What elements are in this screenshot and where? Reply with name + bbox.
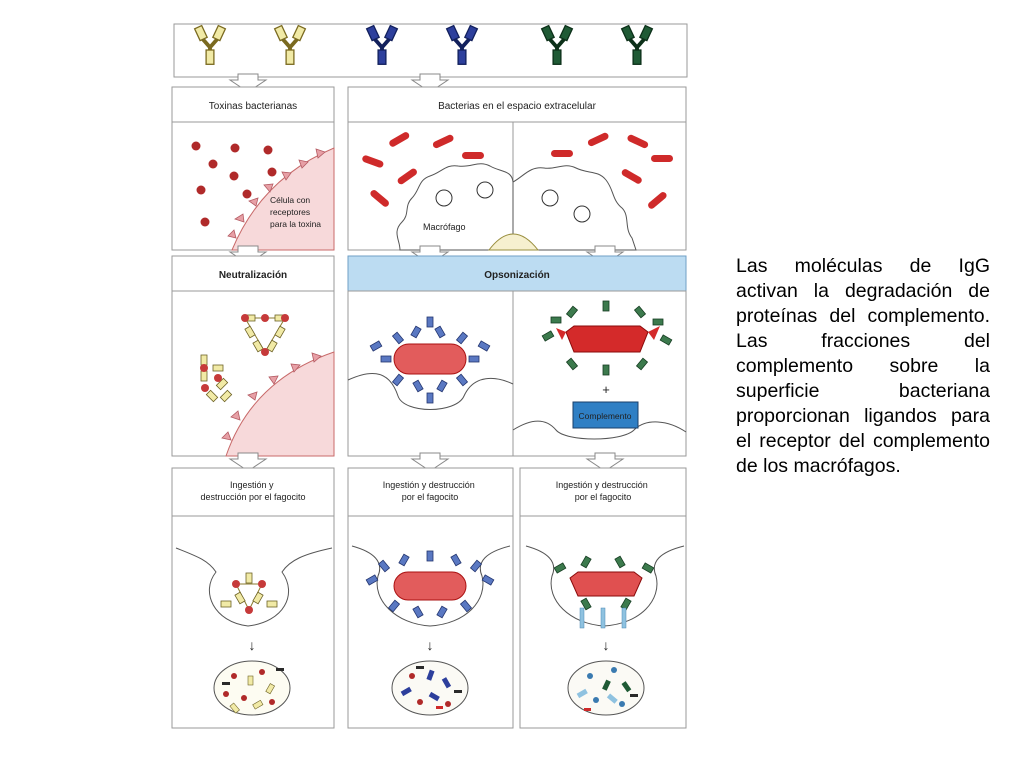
- neutralized-complex: [241, 314, 289, 356]
- macrophage-nucleus: [487, 233, 540, 251]
- vesicle: [476, 181, 494, 199]
- antibody-strip: [173, 23, 688, 78]
- macrophage-surface: [347, 372, 514, 410]
- ingestion-label-mid: Ingestión y destrucción por el fagocito: [383, 480, 478, 502]
- target-cell: [231, 147, 335, 251]
- complement-box: [572, 401, 639, 429]
- complement-label: Complemento: [579, 411, 632, 421]
- phagocyte-membrane: [351, 545, 511, 627]
- digested-fragments: [400, 666, 462, 709]
- vesicle: [541, 189, 559, 207]
- cell-label: Célula con receptores para la toxina: [270, 195, 321, 229]
- description-paragraph: Las moléculas de IgG activan la degradac…: [736, 255, 990, 477]
- phagolysosome: [391, 660, 469, 716]
- neutralized-complex: [200, 354, 233, 403]
- bacteria-header: Bacterias en el espacio extracelular: [438, 101, 597, 112]
- toxins-header: Toxinas bacterianas: [209, 101, 297, 112]
- ingestion-header-right: [519, 467, 687, 517]
- target-cell: [225, 351, 335, 457]
- opsonization-panel-right: [512, 290, 687, 457]
- bacteria-header-box: [347, 86, 687, 123]
- toxin-molecules: [191, 141, 277, 227]
- macrophage-surface: [512, 420, 687, 440]
- macrophage-right: [512, 165, 637, 251]
- down-arrow-glyph: ↓: [249, 637, 256, 653]
- engulfed-complement-bacterium: [553, 555, 655, 629]
- down-arrow-glyph: ↓: [427, 637, 434, 653]
- complement-bacterium: [541, 300, 673, 376]
- ingestion-header-mid: [347, 467, 514, 517]
- toxin-receptors: [227, 148, 326, 239]
- digested-fragments: [576, 667, 638, 711]
- plus-sign: +: [602, 382, 610, 397]
- ingestion-label-right: Ingestión y destrucción por el fagocito: [556, 480, 651, 502]
- macrophage-label: Macrófago: [423, 222, 466, 232]
- bacteria: [362, 132, 673, 209]
- toxin-receptors: [221, 352, 322, 441]
- vesicle: [573, 205, 591, 223]
- opsonization-header: Opsonización: [484, 270, 550, 281]
- opsonization-header-box: [347, 255, 687, 292]
- neutralization-header: Neutralización: [219, 270, 287, 281]
- down-arrow-glyph: ↓: [603, 637, 610, 653]
- toxins-header-box: [171, 86, 335, 123]
- phagocyte-membrane: [175, 547, 333, 627]
- ingestion-header-left: [171, 467, 335, 517]
- engulfed-bacterium: [365, 550, 495, 619]
- ingestion-label-left: Ingestión y destrucción por el fagocito: [200, 480, 305, 502]
- digested-fragments: [222, 668, 284, 714]
- opsonized-bacterium: [369, 316, 491, 404]
- neutralization-header-box: [171, 255, 335, 292]
- engulfed-complex: [220, 572, 278, 614]
- vesicle: [435, 189, 453, 207]
